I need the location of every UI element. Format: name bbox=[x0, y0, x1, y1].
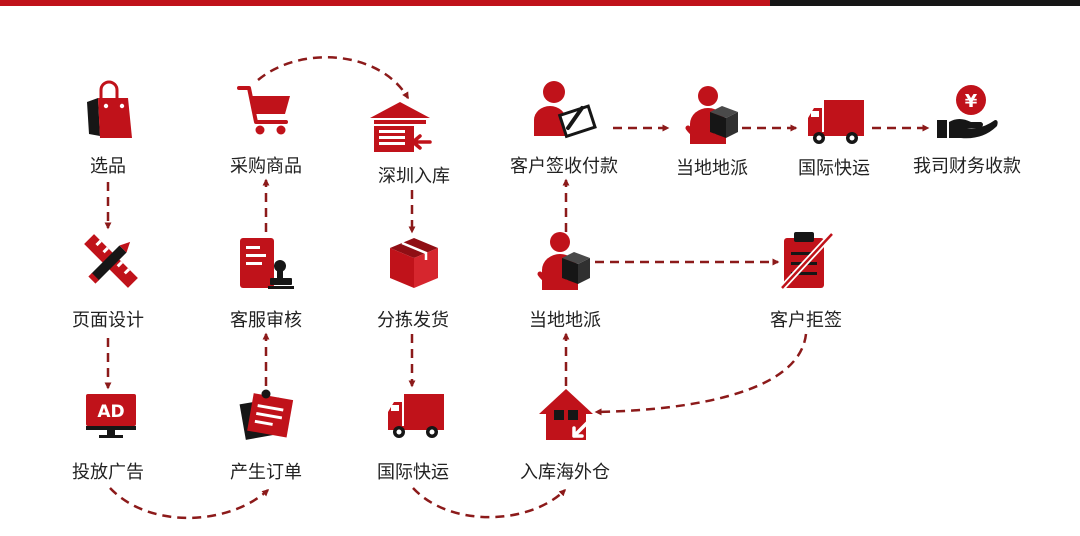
ad-monitor-icon: AD bbox=[86, 394, 136, 438]
node-label-shenzhen-inbound: 深圳入库 bbox=[378, 166, 450, 187]
house-warehouse-icon bbox=[539, 389, 593, 440]
node-label-intl-express-2: 国际快运 bbox=[798, 158, 870, 179]
crossed-clipboard-icon bbox=[780, 231, 834, 290]
warehouse-inbound-icon bbox=[370, 102, 432, 152]
node-label-purchase-goods: 采购商品 bbox=[230, 156, 302, 177]
delivery-truck-icon bbox=[808, 100, 864, 144]
hand-yuan-coin-icon: ¥ bbox=[937, 85, 998, 139]
pencil-ruler-icon bbox=[84, 234, 138, 288]
node-label-generate-order: 产生订单 bbox=[230, 462, 302, 483]
shopping-cart-icon bbox=[237, 86, 290, 135]
node-label-local-delivery-1: 当地地派 bbox=[529, 310, 601, 331]
document-stamp-icon bbox=[240, 238, 294, 289]
arrow-purchase-to-inbound bbox=[257, 56, 410, 100]
ad-text: AD bbox=[97, 402, 124, 422]
person-signing-icon bbox=[534, 81, 597, 139]
node-label-cs-review: 客服审核 bbox=[230, 310, 302, 331]
parcel-box-icon bbox=[390, 238, 438, 288]
shopping-bag-icon bbox=[87, 80, 132, 138]
courier-with-box-icon bbox=[537, 232, 590, 290]
arrow-refuses-to-overseas bbox=[594, 333, 808, 416]
yuan-symbol: ¥ bbox=[965, 91, 978, 112]
order-notes-icon bbox=[239, 389, 294, 440]
arrow-ads-to-order bbox=[109, 487, 270, 520]
node-label-overseas-warehouse: 入库海外仓 bbox=[520, 462, 610, 483]
node-label-select-product: 选品 bbox=[90, 156, 126, 177]
node-label-customer-signs-pays: 客户签收付款 bbox=[510, 156, 618, 177]
node-label-intl-express-1: 国际快运 bbox=[377, 462, 449, 483]
node-label-page-design: 页面设计 bbox=[72, 310, 144, 331]
node-label-local-delivery-2: 当地地派 bbox=[676, 158, 748, 179]
delivery-truck-icon bbox=[388, 394, 444, 438]
courier-with-box-icon bbox=[685, 86, 738, 144]
top-accent-bar-dark bbox=[770, 0, 1080, 6]
top-accent-bar-red bbox=[0, 0, 770, 6]
node-label-place-ads: 投放广告 bbox=[72, 462, 144, 483]
node-label-finance-collects: 我司财务收款 bbox=[913, 156, 1021, 177]
arrow-express-to-overseas bbox=[412, 487, 566, 519]
node-label-customer-refuses: 客户拒签 bbox=[770, 310, 842, 331]
node-label-sort-ship: 分拣发货 bbox=[377, 310, 449, 331]
